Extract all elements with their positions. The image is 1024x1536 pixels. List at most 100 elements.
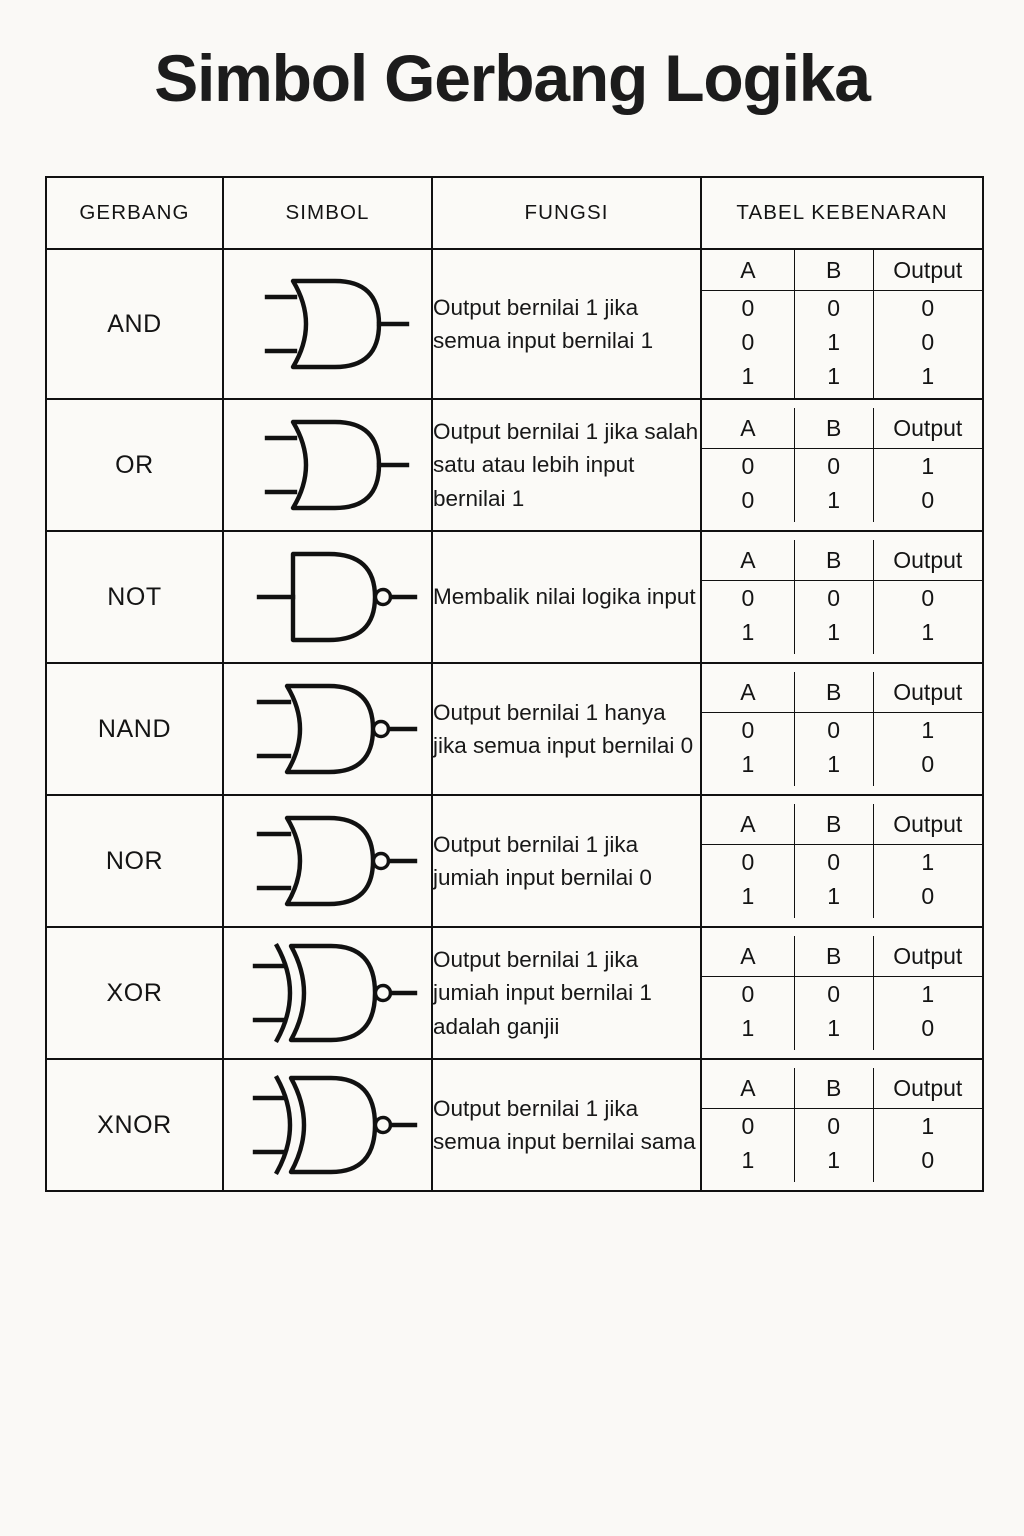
truth-value-output: 0 (921, 883, 935, 909)
truth-value-b: 0 (794, 976, 874, 1011)
truth-header-row: A B Output (702, 408, 982, 449)
truth-header-a: A (702, 672, 795, 713)
truth-value-output: 0 (921, 585, 935, 611)
symbol-cell-xnor (222, 1058, 433, 1192)
table-header: GERBANG SIMBOL FUNGSI TABEL KEBENARAN (45, 176, 984, 250)
symbol-cell-nand (222, 662, 433, 796)
truth-header-row: A B Output (702, 250, 982, 291)
symbol-cell-and (222, 248, 433, 400)
column-header-fungsi: FUNGSI (431, 176, 702, 250)
truth-table-inner: A B Output 0 0 0 0 (702, 250, 982, 398)
truth-value-a: 0 (702, 448, 795, 483)
gate-label-or: OR (45, 398, 224, 532)
function-text-and: Output bernilai 1 jika semua input berni… (431, 248, 702, 400)
gate-label-and: AND (45, 248, 224, 400)
truth-table-and: A B Output 0 0 0 0 (700, 248, 984, 400)
truth-table-inner: A B Output 0 0 0 1 (702, 540, 982, 654)
truth-header-row: A B Output (702, 540, 982, 581)
truth-row: 1 1 0 (702, 1011, 982, 1050)
truth-header-b: B (794, 804, 874, 845)
truth-row: 0 0 0 (702, 580, 982, 615)
truth-row: 0 0 1 (702, 1108, 982, 1143)
truth-value-a: 1 (702, 359, 795, 398)
truth-row: 1 1 1 (702, 615, 982, 654)
function-text-xnor: Output bernilai 1 jika semua input berni… (431, 1058, 702, 1192)
truth-value-output: 1 (921, 1113, 935, 1139)
truth-header-a: A (702, 1068, 795, 1109)
truth-row: 0 1 0 (702, 325, 982, 359)
logic-gate-table: GERBANG SIMBOL FUNGSI TABEL KEBENARAN AN… (45, 176, 984, 1192)
truth-table-nor: A B Output 0 0 1 1 (700, 794, 984, 928)
truth-table-inner: A B Output 0 0 1 1 (702, 1068, 982, 1182)
truth-value-a: 0 (702, 976, 795, 1011)
symbol-cell-nor (222, 794, 433, 928)
xor-gate-icon (252, 943, 417, 1043)
truth-value-output: 1 (921, 363, 935, 389)
truth-value-b: 1 (794, 325, 874, 359)
truth-value-a: 0 (702, 712, 795, 747)
truth-value-b: 1 (794, 1143, 874, 1182)
truth-header-a: A (702, 408, 795, 449)
truth-header-b: B (794, 540, 874, 581)
table-row: OR Output bernilai 1 jika salah satu ata… (45, 398, 984, 532)
truth-row: 0 0 0 (702, 290, 982, 325)
table-body: AND Output bernilai 1 jika semua input b… (45, 248, 984, 1192)
function-text-not: Membalik nilai logika input (431, 530, 702, 664)
truth-value-b: 0 (794, 580, 874, 615)
truth-table-not: A B Output 0 0 0 1 (700, 530, 984, 664)
table-row: XOR Output bernilai 1 jika jumiah input … (45, 926, 984, 1060)
truth-value-b: 0 (794, 844, 874, 879)
truth-value-output: 0 (921, 329, 935, 355)
truth-header-b: B (794, 250, 874, 291)
function-text-xor: Output bernilai 1 jika jumiah input bern… (431, 926, 702, 1060)
truth-header-output: Output (873, 672, 982, 713)
symbol-cell-or (222, 398, 433, 532)
truth-table-inner: A B Output 0 0 1 1 (702, 804, 982, 918)
truth-value-output: 1 (921, 619, 935, 645)
table-row: NOT Membalik nilai logika input A (45, 530, 984, 664)
truth-value-a: 1 (702, 879, 795, 918)
truth-value-a: 1 (702, 1143, 795, 1182)
truth-table-inner: A B Output 0 0 1 0 (702, 408, 982, 522)
truth-value-output: 0 (921, 751, 935, 777)
nand-gate-icon (256, 683, 417, 775)
truth-value-a: 0 (702, 325, 795, 359)
truth-header-output: Output (873, 1068, 982, 1109)
column-header-gerbang: GERBANG (45, 176, 224, 250)
truth-value-a: 1 (702, 1011, 795, 1050)
truth-value-b: 1 (794, 359, 874, 398)
truth-table-or: A B Output 0 0 1 0 (700, 398, 984, 532)
truth-row: 0 1 0 (702, 483, 982, 522)
truth-header-b: B (794, 936, 874, 977)
truth-value-output: 1 (921, 717, 935, 743)
gate-label-xor: XOR (45, 926, 224, 1060)
truth-value-b: 0 (794, 1108, 874, 1143)
truth-value-a: 0 (702, 1108, 795, 1143)
truth-row: 1 1 0 (702, 1143, 982, 1182)
not-gate-icon (256, 551, 417, 643)
truth-header-row: A B Output (702, 804, 982, 845)
truth-table-xor: A B Output 0 0 1 1 (700, 926, 984, 1060)
truth-value-a: 1 (702, 747, 795, 786)
truth-header-output: Output (873, 408, 982, 449)
truth-value-b: 1 (794, 615, 874, 654)
truth-row: 0 0 1 (702, 712, 982, 747)
truth-value-output: 1 (921, 849, 935, 875)
truth-header-a: A (702, 540, 795, 581)
xnor-gate-icon (252, 1075, 417, 1175)
or-gate-icon (264, 419, 409, 511)
truth-table-inner: A B Output 0 0 1 1 (702, 936, 982, 1050)
truth-value-a: 1 (702, 615, 795, 654)
truth-table-nand: A B Output 0 0 1 1 (700, 662, 984, 796)
table-row: XNOR Output bernilai 1 jika semua input … (45, 1058, 984, 1192)
truth-value-b: 1 (794, 483, 874, 522)
truth-header-a: A (702, 936, 795, 977)
truth-value-a: 0 (702, 483, 795, 522)
function-text-nand: Output bernilai 1 hanya jika semua input… (431, 662, 702, 796)
truth-value-output: 0 (921, 1147, 935, 1173)
truth-value-a: 0 (702, 580, 795, 615)
function-text-nor: Output bernilai 1 jika jumiah input bern… (431, 794, 702, 928)
header-row: GERBANG SIMBOL FUNGSI TABEL KEBENARAN (45, 176, 984, 250)
page-title: Simbol Gerbang Logika (154, 41, 871, 115)
